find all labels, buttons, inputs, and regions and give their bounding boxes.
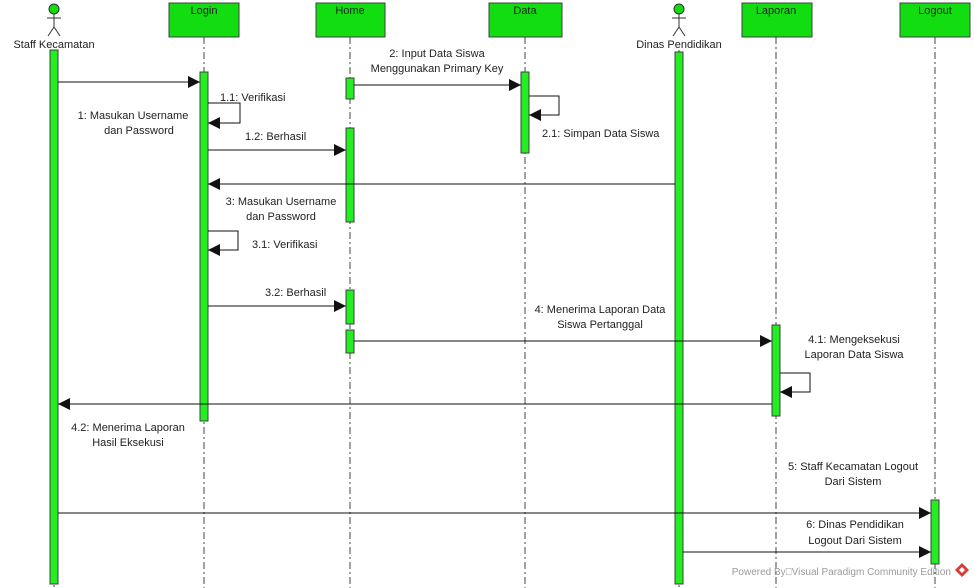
activation-bar-laporan: [771, 324, 781, 417]
message-label: 4: Menerima Laporan Data: [535, 304, 667, 316]
message-m1: 1: Masukan Username dan Password: [58, 76, 200, 137]
self-message-arrow: [208, 230, 239, 256]
message-label: Siswa Pertanggal: [557, 319, 643, 331]
message-label: 3.1: Verifikasi: [252, 239, 317, 251]
participant-label-staff: Staff Kecamatan: [13, 39, 94, 51]
participant-label-dinas: Dinas Pendidikan: [636, 39, 722, 51]
message-label: 5: Staff Kecamatan Logout: [788, 461, 918, 473]
activation-bar-logout: [930, 499, 940, 565]
message-label: 1.2: Berhasil: [245, 131, 306, 143]
message-label: 4.2: Menerima Laporan: [71, 422, 185, 434]
message-label: Hasil Eksekusi: [92, 437, 164, 449]
message-label: dan Password: [104, 125, 174, 137]
participant-label-laporan: Laporan: [756, 5, 796, 17]
participant-box-logout: [899, 2, 971, 38]
activation-bar-home: [345, 127, 355, 223]
participant-box-login: [168, 2, 240, 38]
activation-bar-home: [345, 289, 355, 325]
participant-label-data: Data: [513, 5, 537, 17]
message-m2-1: 2.1: Simpan Data Siswa: [529, 95, 660, 140]
message-label: 4.1: Mengeksekusi: [808, 334, 900, 346]
participant-laporan: Laporan: [741, 2, 813, 588]
message-label: 2.1: Simpan Data Siswa: [542, 128, 660, 140]
message-label: 2: Input Data Siswa: [389, 48, 485, 60]
actor-icon: [47, 3, 61, 37]
message-label: Dari Sistem: [825, 476, 882, 488]
message-label: Laporan Data Siswa: [804, 349, 904, 361]
message-label: 6: Dinas Pendidikan: [806, 519, 904, 531]
self-message-arrow: [780, 372, 811, 398]
self-message-arrow: [208, 102, 241, 129]
activation-bar-home: [345, 77, 355, 100]
message-label: Menggunakan Primary Key: [371, 63, 504, 75]
footer-text: Powered By⎕Visual Paradigm Community Edi…: [732, 567, 951, 578]
activation-bar-home: [345, 329, 355, 354]
activation-bar-login: [199, 71, 209, 422]
message-label: Logout Dari Sistem: [808, 535, 902, 547]
participant-box-data: [488, 2, 563, 38]
actor-icon: [672, 3, 686, 37]
self-message-arrow: [529, 95, 560, 121]
participant-box-laporan: [741, 2, 813, 38]
message-label: 1: Masukan Username: [78, 110, 189, 122]
message-label: 1.1: Verifikasi: [220, 92, 285, 104]
visual-paradigm-logo-icon: [955, 563, 969, 577]
message-m1-1: 1.1: Verifikasi: [208, 92, 285, 129]
participant-label-logout: Logout: [918, 5, 952, 17]
message-label: dan Password: [246, 211, 316, 223]
message-m3-2: 3.2: Berhasil: [208, 287, 346, 312]
message-m3: 3: Masukan Username dan Password: [208, 178, 675, 223]
message-label: 3: Masukan Username: [226, 196, 337, 208]
participant-box-home: [315, 2, 386, 38]
participant-staff: Staff Kecamatan: [13, 3, 95, 588]
message-label: 3.2: Berhasil: [265, 287, 326, 299]
message-m3-1: 3.1: Verifikasi: [208, 230, 317, 256]
participant-label-login: Login: [191, 5, 218, 17]
activation-bar-dinas: [674, 51, 684, 585]
activation-bar-data: [520, 71, 530, 154]
message-m1-2: 1.2: Berhasil: [208, 131, 346, 156]
participant-data: Data: [488, 2, 563, 588]
activation-bar-staff: [49, 49, 59, 585]
participant-logout: Logout: [899, 2, 971, 588]
participant-label-home: Home: [335, 5, 364, 17]
participant-dinas: Dinas Pendidikan: [636, 3, 722, 588]
footer: Powered By⎕Visual Paradigm Community Edi…: [732, 563, 969, 578]
